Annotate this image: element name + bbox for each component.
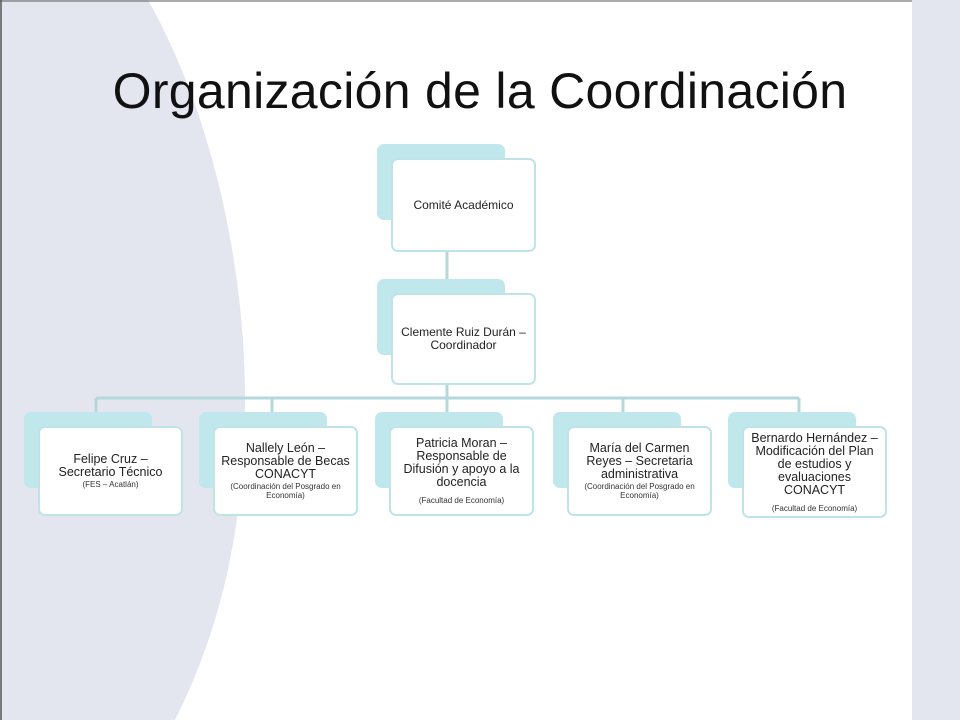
node-title: Patricia Moran – Responsable de Difusión… <box>403 436 520 489</box>
node-title: Nallely León – Responsable de Becas CONA… <box>221 441 350 481</box>
node-card: Nallely León – Responsable de Becas CONA… <box>213 426 358 516</box>
node-title: Clemente Ruiz Durán – Coordinador <box>401 325 526 352</box>
node-card: Bernardo Hernández – Modificación del Pl… <box>742 426 887 518</box>
background-curve-shape <box>0 0 245 720</box>
node-card: Clemente Ruiz Durán – Coordinador <box>391 293 536 385</box>
org-node-comite-academico: Comité Académico <box>377 144 536 252</box>
node-title: Bernardo Hernández – Modificación del Pl… <box>751 430 878 497</box>
page-title: Organización de la Coordinación <box>112 63 848 119</box>
node-title: Comité Académico <box>413 197 514 212</box>
org-node-coordinador: Clemente Ruiz Durán – Coordinador <box>377 279 536 385</box>
org-node-member-nallely-leon: Nallely León – Responsable de Becas CONA… <box>199 412 358 516</box>
background-right-strip <box>912 0 960 720</box>
node-affiliation: (Coordinación del Posgrado en Economía) <box>230 482 341 500</box>
node-card: Patricia Moran – Responsable de Difusión… <box>389 426 534 516</box>
node-affiliation: (Coordinación del Posgrado en Economía) <box>584 482 695 500</box>
node-card: Felipe Cruz – Secretario Técnico (FES – … <box>38 426 183 516</box>
node-title: María del Carmen Reyes – Secretaria admi… <box>586 441 693 481</box>
org-node-member-felipe-cruz: Felipe Cruz – Secretario Técnico (FES – … <box>24 412 183 516</box>
node-affiliation: (FES – Acatlán) <box>82 480 139 489</box>
node-title: Felipe Cruz – Secretario Técnico <box>58 452 163 479</box>
org-node-member-patricia-moran: Patricia Moran – Responsable de Difusión… <box>375 412 534 516</box>
node-card: María del Carmen Reyes – Secretaria admi… <box>567 426 712 516</box>
node-affiliation: (Facultad de Economía) <box>771 503 858 513</box>
node-card: Comité Académico <box>391 158 536 252</box>
org-node-member-maria-del-carmen-reyes: María del Carmen Reyes – Secretaria admi… <box>553 412 712 516</box>
org-node-member-bernardo-hernandez: Bernardo Hernández – Modificación del Pl… <box>728 412 887 518</box>
node-affiliation: (Facultad de Economía) <box>418 496 505 505</box>
